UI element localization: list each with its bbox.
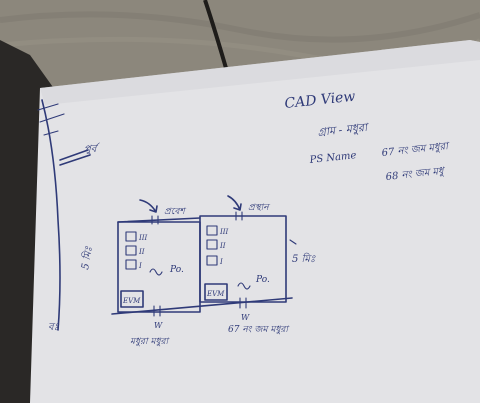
building-b-box-3: [206, 225, 218, 236]
left-label-bottom: বঃ: [48, 322, 60, 333]
village-line: গ্রাম - মধুরা: [317, 121, 371, 140]
building-b-evm-label: EVM: [206, 290, 225, 298]
building-a-door-ticks: [151, 215, 159, 225]
binding-marks: [37, 103, 65, 136]
building-b-door-ticks: [235, 211, 243, 221]
building-a-box-label-2: II: [138, 248, 145, 256]
left-arrow: [59, 149, 91, 166]
building-a-po-label: Po.: [169, 265, 184, 275]
sketch-title: CAD View: [284, 89, 356, 112]
building-b-w-label: W: [241, 313, 250, 322]
building-a-w-label: W: [154, 321, 163, 330]
building-a-box-label-1: I: [138, 262, 142, 270]
building-a-evm-box: [120, 290, 144, 308]
right-marker: [289, 239, 297, 245]
building-b-po-label: Po.: [255, 275, 270, 285]
building-a-evm-label: EVM: [122, 297, 141, 305]
building-a-box-3: [125, 231, 137, 242]
building-a-bottom-label: মধুরা মধুরা: [130, 337, 170, 347]
building-b-box-label-3: III: [219, 228, 229, 236]
building-b-box-2: [206, 239, 218, 250]
building-a-top-line: [117, 217, 201, 223]
left-label-top: পুর্ব: [84, 142, 100, 156]
building-b-box-1: [206, 255, 218, 266]
building-a-top-label: প্রবেশ: [164, 207, 186, 217]
building-a-box-1: [125, 259, 137, 270]
margin-curve: [41, 99, 61, 331]
building-b-bottom-label: 67 নং জম মধুরা: [228, 325, 290, 335]
building-a-squiggle: [149, 268, 163, 276]
building-b-top-label: প্রস্থান: [248, 203, 270, 213]
building-b-box-label-1: I: [219, 258, 223, 266]
building-a-box-2: [125, 245, 137, 256]
building-b-squiggle: [237, 282, 251, 290]
building-b-box-label-2: II: [219, 242, 226, 250]
left-label-main: 5 মিঃ: [78, 245, 95, 271]
building-a-box-label-3: III: [138, 234, 148, 242]
right-label: 5 মিঃ: [292, 252, 316, 265]
building-b-evm-box: [204, 283, 228, 301]
ps-name-label: PS Name: [308, 150, 357, 166]
cable: [203, 0, 230, 76]
building-b-door-arrow: [227, 195, 242, 211]
building-a-door-arrow: [139, 199, 158, 213]
base-line: [111, 297, 293, 315]
